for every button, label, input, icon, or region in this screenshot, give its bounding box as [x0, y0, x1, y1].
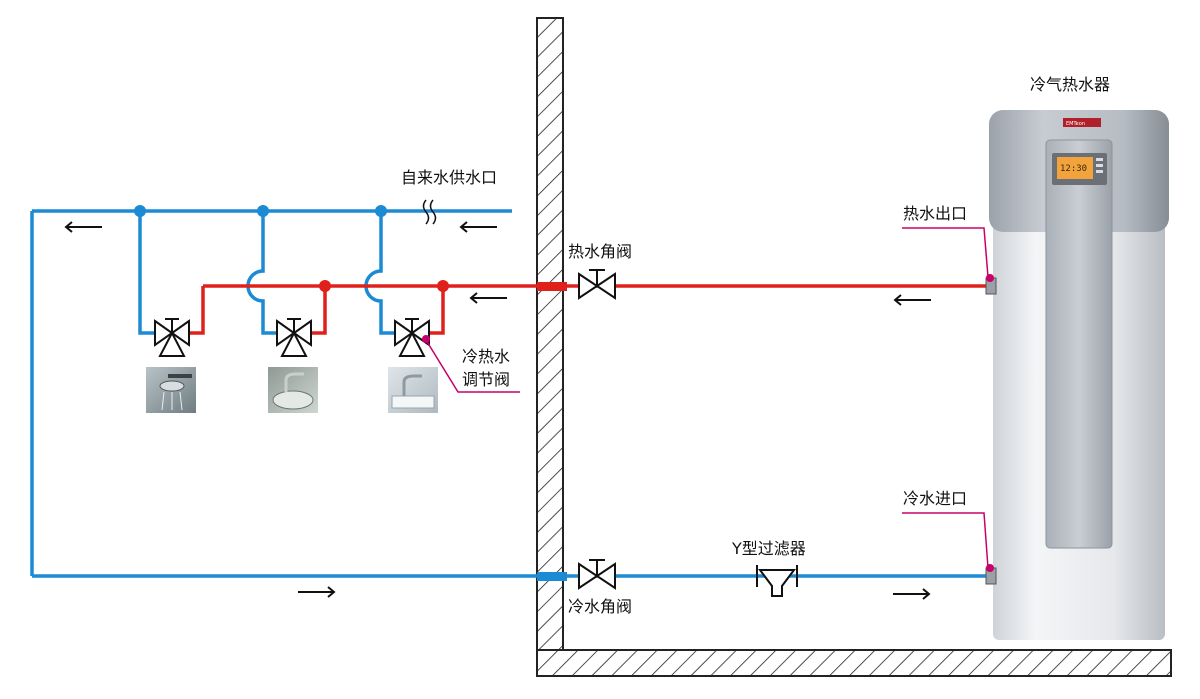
mixing-valve-label-line1: 冷热水 [462, 347, 510, 366]
hot-pipe-network [190, 284, 993, 335]
heater-title: 冷气热水器 [1030, 75, 1110, 94]
wall [536, 17, 1172, 677]
flow-arrows [64, 221, 931, 600]
mixing-valve [394, 318, 430, 357]
mixing-valve [276, 318, 312, 357]
mixing-valve [154, 318, 190, 357]
mixing-valve-label-line2: 调节阀 [462, 370, 510, 389]
control-panel-display: 12:30 [1052, 153, 1107, 185]
arrow-right-icon [298, 586, 336, 598]
basin-faucet-photo [268, 367, 318, 413]
y-filter-label: Y型过滤器 [731, 539, 806, 558]
arrow-left-icon [469, 292, 507, 304]
arrow-left-icon [64, 221, 102, 233]
cold-inlet-label: 冷水进口 [903, 489, 967, 508]
hot-angle-valve-label: 热水角阀 [568, 242, 632, 261]
hot-wall-sleeve [537, 282, 567, 291]
hot-outlet-label: 热水出口 [903, 204, 967, 223]
leader-dots [422, 274, 994, 572]
leader-lines [425, 227, 989, 569]
y-strainer [756, 565, 798, 597]
supply-inlet-label: 自来水供水口 [401, 168, 497, 187]
cold-angle-valve-label: 冷水角阀 [568, 597, 632, 616]
pipe-break-symbol [422, 199, 437, 225]
hot-junction-dots [319, 280, 449, 292]
water-heater-tank: EMTeon 12:30 [989, 110, 1169, 640]
cold-angle-valve [578, 559, 616, 590]
arrow-left-icon [893, 294, 931, 306]
sink-faucet-photo [388, 367, 438, 413]
cold-junction-dots [134, 205, 387, 217]
arrow-left-icon [459, 221, 497, 233]
arrow-right-icon [893, 588, 931, 600]
brand-logo [1063, 118, 1101, 127]
cold-wall-sleeve [537, 572, 567, 581]
svg-text:12:30: 12:30 [1060, 164, 1087, 174]
svg-text:EMTeon: EMTeon [1066, 121, 1085, 127]
shower-head-photo [146, 367, 196, 413]
hot-angle-valve [578, 269, 616, 300]
